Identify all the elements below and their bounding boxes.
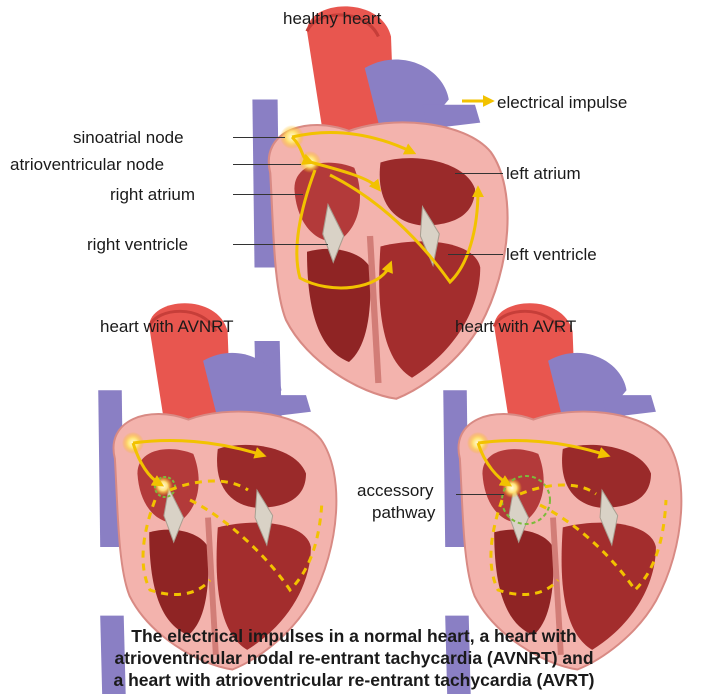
- label-atrioventricular-node: atrioventricular node: [10, 156, 164, 173]
- label-sinoatrial-node: sinoatrial node: [73, 129, 184, 146]
- caption-line-2: atrioventricular nodal re-entrant tachyc…: [0, 647, 708, 669]
- leader-left-ventricle: [448, 254, 503, 255]
- leader-left-atrium: [455, 173, 503, 174]
- legend-impulse-label: electrical impulse: [497, 94, 627, 111]
- leader-sa-node: [233, 137, 285, 138]
- leader-accessory-pathway: [456, 494, 504, 495]
- figure-caption: The electrical impulses in a normal hear…: [0, 625, 708, 691]
- title-healthy-heart: healthy heart: [283, 10, 381, 27]
- leader-av-node: [233, 164, 301, 165]
- label-left-atrium: left atrium: [506, 165, 581, 182]
- label-right-atrium: right atrium: [110, 186, 195, 203]
- healthy-heart-illustration: [252, 6, 507, 425]
- title-avrt: heart with AVRT: [455, 318, 576, 335]
- label-left-ventricle: left ventricle: [506, 246, 597, 263]
- title-avnrt: heart with AVNRT: [100, 318, 234, 335]
- leader-right-ventricle: [233, 244, 328, 245]
- caption-line-1: The electrical impulses in a normal hear…: [0, 625, 708, 647]
- leader-right-atrium: [233, 194, 303, 195]
- label-right-ventricle: right ventricle: [87, 236, 188, 253]
- label-pathway: pathway: [372, 504, 435, 521]
- label-accessory: accessory: [357, 482, 434, 499]
- caption-line-3: a heart with atrioventricular re-entrant…: [0, 669, 708, 691]
